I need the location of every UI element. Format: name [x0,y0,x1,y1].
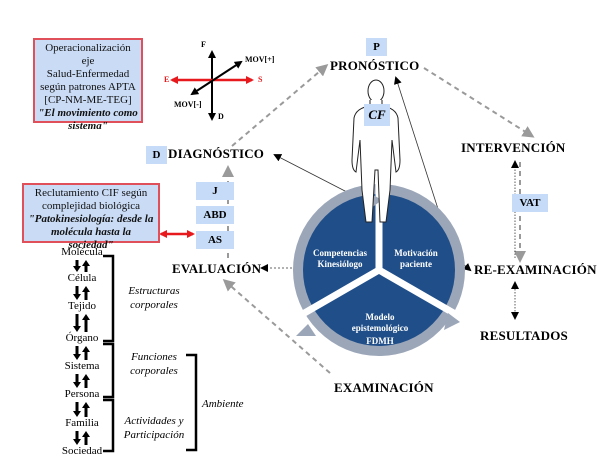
arrow-up-icon [82,374,90,388]
axis-label-s: S [258,75,263,84]
arrow-up-icon [82,314,90,332]
segment-competencias: Competencias Kinesiólogo [313,248,367,269]
bracket-estructuras [103,254,115,343]
bracket-funciones [103,342,115,399]
arrow-up-icon [82,346,90,360]
axis-cross [170,50,254,121]
arrow-down-icon [73,314,81,332]
arrow-down-icon [73,374,81,388]
apta-line: Operacionalización eje [45,42,131,67]
level-8: Sociedad [61,445,103,457]
category-estructuras: Estructuras corporales [128,285,180,311]
tag-as: AS [196,231,234,249]
tag-p: P [366,38,387,56]
tag-d: D [146,146,167,164]
stage-evaluacion: EVALUACIÓN [172,261,262,276]
stage-pronostico: PRONÓSTICO [330,58,420,73]
level-1: Molécula [61,246,103,258]
tag-cf: CF [364,104,390,126]
tag-abd: ABD [196,206,234,224]
arrow-up-icon [82,402,90,417]
arrow-down-icon [73,346,81,360]
axis-label-mov-plus: MOV[+] [245,55,275,64]
arrow-down-icon [73,431,81,445]
cif-box: Reclutamiento CIF según complejidad biol… [22,183,160,251]
stage-intervencion: INTERVENCIÓN [461,140,566,155]
level-3: Tejido [68,300,96,312]
arrow-down-icon [73,286,81,300]
axis-label-mov-minus: MOV[-] [174,100,202,109]
divider-right [377,266,459,319]
bracket-actividades [103,398,115,453]
arrow-up-icon [82,431,90,445]
stage-resultados: RESULTADOS [480,328,568,343]
ring-arrowhead-left [296,324,316,336]
arrow-pronostico-intervencion [423,67,535,138]
tag-j: J [196,182,234,200]
arrow-diagnostico-pronostico [231,64,329,147]
level-arrows [73,260,90,445]
stage-reexaminacion: RE-EXAMINACIÓN [474,262,597,277]
arrow-down-icon [73,260,81,272]
ring-arrowhead-right [444,313,460,330]
axis-label-e: E [164,75,170,84]
segment-motivacion: Motivación paciente [394,248,438,269]
axis-diagonal [190,60,243,96]
level-2: Célula [67,272,97,284]
arrow-up-icon [82,260,90,272]
stage-examinacion: EXAMINACIÓN [334,380,434,395]
cif-emphasis: "Patokinesiología: desde la molécula has… [28,213,154,251]
stage-diagnostico: DIAGNÓSTICO [168,146,265,161]
level-4: Órgano [65,332,99,344]
apta-line: [CP-NM-ME-TEG] [44,94,132,106]
cycle-circle [293,180,465,356]
cif-line: complejidad biológica [41,200,141,212]
category-actividades: Actividades y Participación [123,415,185,441]
apta-emphasis: "El movimiento como sistema" [38,107,138,132]
arrow-down-icon [73,402,81,417]
segment-modelo-sub: FDMH [366,336,394,346]
level-5: Sistema [64,360,100,372]
level-7: Familia [65,417,99,429]
axis-label-d: D [218,112,224,121]
cif-line: Reclutamiento CIF según [34,187,148,199]
apta-box: Operacionalización eje Salud-Enfermedad … [33,38,143,132]
axis-label-f: F [201,40,206,49]
level-6: Persona [64,388,100,400]
apta-line: Salud-Enfermedad [46,68,130,80]
segment-modelo: Modelo epistemológico [351,312,409,333]
bracket-ambiente [186,353,198,452]
category-ambiente: Ambiente [202,398,244,410]
category-funciones: Funciones corporales [130,351,178,377]
tag-vat: VAT [512,194,548,212]
human-figure [351,79,401,223]
apta-line: según patrones APTA [40,81,136,93]
arrow-up-icon [82,286,90,300]
divider-left [299,266,381,319]
